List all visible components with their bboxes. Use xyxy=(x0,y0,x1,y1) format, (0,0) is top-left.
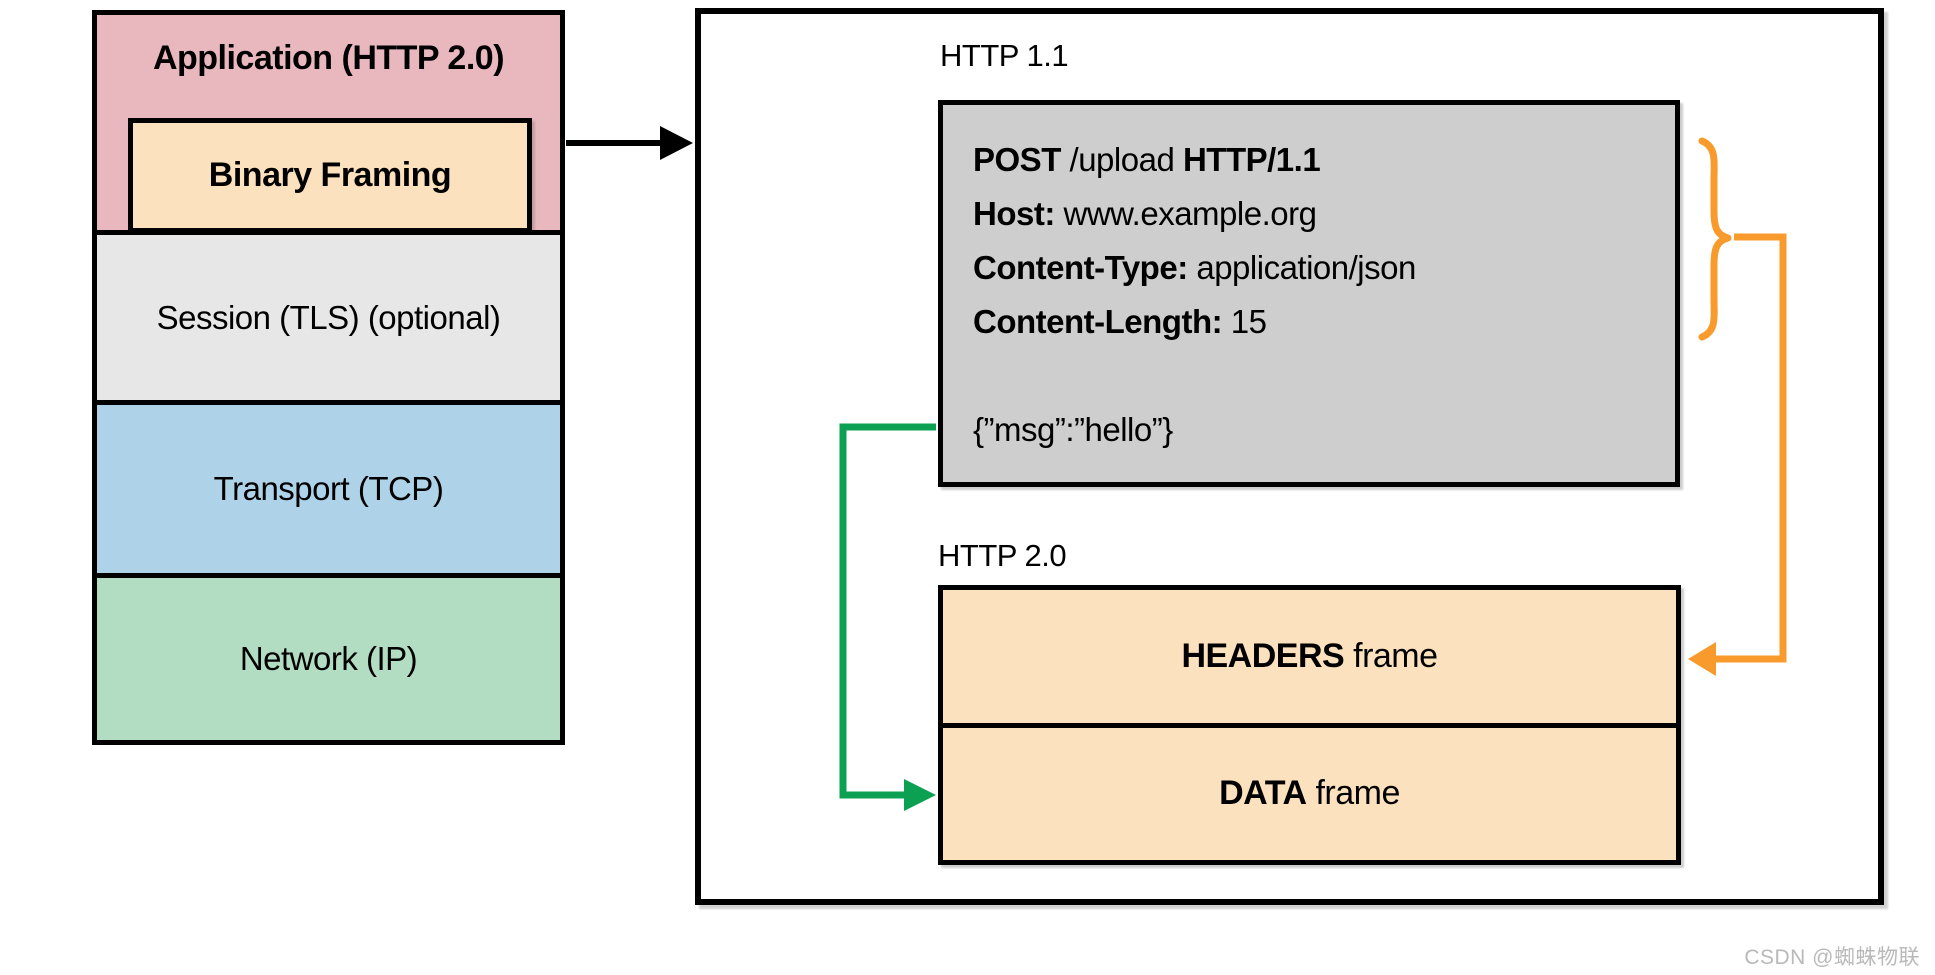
headers-frame-cell: HEADERS frame xyxy=(943,590,1676,728)
watermark: CSDN @蜘蛛物联 xyxy=(1744,941,1920,971)
request-line-start: POST /upload HTTP/1.1 xyxy=(973,133,1675,187)
layer-session: Session (TLS) (optional) xyxy=(92,230,565,405)
http11-request-box: POST /upload HTTP/1.1 Host: www.example.… xyxy=(938,100,1680,487)
watermark-text: CSDN @蜘蛛物联 xyxy=(1744,946,1920,969)
http11-label: HTTP 1.1 xyxy=(940,38,1069,74)
request-line-content-type: Content-Type: application/json xyxy=(973,241,1675,295)
request-body-text: {”msg”:”hello”} xyxy=(973,411,1173,448)
headers-frame-bold: HEADERS xyxy=(1181,636,1345,675)
binary-framing-label: Binary Framing xyxy=(208,156,452,194)
headers-frame-rest: frame xyxy=(1344,636,1438,675)
data-frame-bold: DATA xyxy=(1219,774,1307,813)
content-type-value: application/json xyxy=(1187,249,1416,286)
request-method: POST xyxy=(973,141,1061,178)
data-frame-rest: frame xyxy=(1306,774,1400,813)
http20-label: HTTP 2.0 xyxy=(938,538,1067,574)
request-line-content-length: Content-Length: 15 xyxy=(973,295,1675,349)
binary-framing-arrow xyxy=(566,126,693,160)
http20-frames-box: HEADERS frame DATA frame xyxy=(938,585,1681,865)
request-path: /upload xyxy=(1060,141,1183,178)
request-blank-line xyxy=(973,349,1675,403)
host-value: www.example.org xyxy=(1054,195,1317,232)
binary-framing-box: Binary Framing xyxy=(128,118,532,233)
content-type-key: Content-Type: xyxy=(973,249,1188,286)
layer-session-label: Session (TLS) (optional) xyxy=(156,298,501,336)
request-line-host: Host: www.example.org xyxy=(973,187,1675,241)
http20-label-text: HTTP 2.0 xyxy=(938,538,1067,573)
http11-label-text: HTTP 1.1 xyxy=(940,38,1069,73)
host-key: Host: xyxy=(973,195,1055,232)
layer-network: Network (IP) xyxy=(92,573,565,745)
layer-transport: Transport (TCP) xyxy=(92,400,565,578)
data-frame-cell: DATA frame xyxy=(943,728,1676,861)
content-length-value: 15 xyxy=(1222,303,1267,340)
layer-network-label: Network (IP) xyxy=(239,640,418,677)
content-length-key: Content-Length: xyxy=(973,303,1223,340)
layer-application-label: Application (HTTP 2.0) xyxy=(152,39,505,77)
request-version: HTTP/1.1 xyxy=(1182,141,1321,178)
request-body: {”msg”:”hello”} xyxy=(973,403,1675,457)
layer-transport-label: Transport (TCP) xyxy=(213,470,444,507)
